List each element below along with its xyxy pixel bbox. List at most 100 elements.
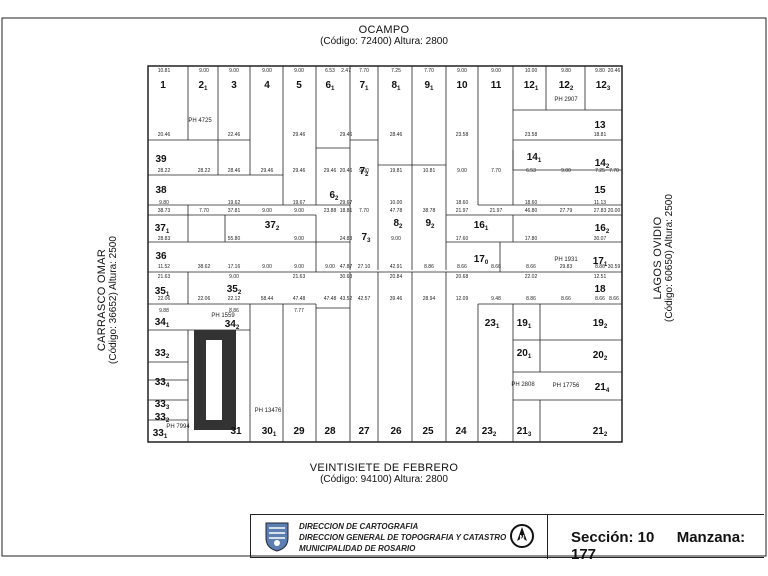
street-bottom-name: VEINTISIETE DE FEBRERO: [309, 462, 459, 474]
measure-60: 46.80: [525, 208, 538, 214]
measure-16: 20.46: [158, 132, 171, 138]
measure-43: 29.67: [340, 200, 353, 206]
parcel-bottom-4: 27: [358, 426, 370, 437]
parcel-bottom-0: 31: [230, 426, 242, 437]
section-manzana: Sección: 10 Manzana: 177: [571, 529, 764, 563]
measure-1: 9.00: [199, 68, 209, 74]
svg-text:N: N: [519, 535, 524, 542]
measure-49: 7.70: [199, 208, 209, 214]
parcel-mid-8: 72: [359, 166, 369, 178]
street-right: LAGOS OVIDIO (Código: 60650) Altura: 250…: [652, 158, 676, 358]
measure-22: 23.58: [525, 132, 538, 138]
measure-53: 23.88: [324, 208, 337, 214]
measure-34: 9.00: [457, 168, 467, 174]
measure-64: 28.83: [158, 236, 171, 242]
measure-27: 29.46: [261, 168, 274, 174]
ph-label-3: PH 1559: [211, 313, 235, 319]
street-left-code: (Código: 36652) Altura: 2500: [108, 236, 119, 364]
measure-84: 8.66: [526, 264, 536, 270]
measure-7: 7.70: [359, 68, 369, 74]
measure-46: 18.60: [525, 200, 538, 206]
measure-79: 27.10: [358, 264, 371, 270]
measure-83: 8.66: [491, 264, 501, 270]
measure-15: 20.46: [608, 68, 621, 74]
measure-24: 28.22: [158, 168, 171, 174]
measure-57: 38.78: [423, 208, 436, 214]
street-right-code: (Código: 60650) Altura: 2500: [664, 194, 675, 322]
measure-58: 21.97: [456, 208, 469, 214]
measure-70: 17.80: [525, 236, 538, 242]
measure-21: 23.58: [456, 132, 469, 138]
parcel-top-9: 10: [456, 80, 468, 91]
measure-78: 47.87: [340, 264, 353, 270]
measure-39: 7.70: [609, 168, 619, 174]
org-line-1: DIRECCION DE CARTOGRAFIA: [299, 522, 419, 531]
municipal-seal-icon: [265, 522, 289, 552]
measure-99: 58.44: [261, 296, 274, 302]
measure-114: 7.77: [294, 308, 304, 314]
ph-label-4: PH 13476: [255, 408, 282, 414]
measure-13: 9.80: [561, 68, 571, 74]
street-left-name: CARRASCO OMAR: [96, 248, 108, 352]
parcel-left-1: 38: [155, 185, 167, 196]
street-top-code: (Código: 72400) Altura: 2800: [320, 36, 448, 47]
measure-62: 27.83: [594, 208, 607, 214]
measure-31: 9.00: [359, 168, 369, 174]
measure-41: 19.62: [228, 200, 241, 206]
manzana-label: Manzana: 177: [571, 529, 746, 563]
parcel-bottom-6: 25: [422, 426, 434, 437]
parcel-top-10: 11: [491, 80, 502, 91]
parcel-left-0: 39: [155, 154, 167, 165]
measure-11: 9.00: [491, 68, 501, 74]
measure-38: 7.25: [595, 168, 605, 174]
measure-55: 7.70: [359, 208, 369, 214]
measure-10: 9.00: [457, 68, 467, 74]
ph-label-2: PH 1931: [554, 257, 578, 263]
north-arrow-icon: N: [510, 524, 534, 548]
parcel-boundaries: [148, 66, 622, 442]
measure-40: 9.80: [159, 200, 169, 206]
measure-5: 6.53: [325, 68, 335, 74]
measure-29: 29.46: [324, 168, 337, 174]
sheet-frame: [1, 17, 767, 557]
parcel-mid-7: 62: [329, 190, 339, 202]
measure-95: 12.51: [594, 274, 607, 280]
measure-14: 9.80: [595, 68, 605, 74]
measure-85: 29.83: [560, 264, 573, 270]
measure-44: 10.00: [390, 200, 403, 206]
street-left: CARRASCO OMAR (Código: 36652) Altura: 25…: [96, 200, 120, 400]
measure-28: 29.46: [293, 168, 306, 174]
measure-37: 9.00: [561, 168, 571, 174]
measure-18: 29.46: [293, 132, 306, 138]
measure-73: 38.62: [198, 264, 211, 270]
org-text: DIRECCION DE CARTOGRAFIA DIRECCION GENER…: [299, 521, 506, 554]
measure-96: 22.06: [158, 296, 171, 302]
street-top-name: OCAMPO: [358, 24, 410, 36]
org-line-3: MUNICIPALIDAD DE ROSARIO: [299, 544, 416, 553]
title-block: DIRECCION DE CARTOGRAFIA DIRECCION GENER…: [250, 514, 764, 563]
ph-label-5: PH 2808: [511, 382, 535, 388]
measure-104: 39.46: [390, 296, 403, 302]
parcel-top-2: 3: [231, 80, 237, 91]
measure-30: 20.46: [340, 168, 353, 174]
measure-75: 9.00: [262, 264, 272, 270]
measure-0: 10.81: [158, 68, 171, 74]
title-separator: [547, 515, 548, 559]
measure-108: 8.86: [526, 296, 536, 302]
measure-94: 22.02: [525, 274, 538, 280]
parcel-top-6: 71: [359, 80, 369, 92]
building-footprint: [194, 330, 236, 430]
parcel-mid-11: 92: [425, 218, 435, 230]
street-bottom: VEINTISIETE DE FEBRERO (Código: 94100) A…: [284, 462, 484, 486]
measure-9: 7.70: [424, 68, 434, 74]
measure-77: 9.00: [325, 264, 335, 270]
street-top: OCAMPO (Código: 72400) Altura: 2800: [284, 24, 484, 48]
measure-42: 19.67: [293, 200, 306, 206]
parcel-bottom-5: 26: [390, 426, 402, 437]
measure-105: 28.94: [423, 296, 436, 302]
measure-81: 8.86: [424, 264, 434, 270]
measure-61: 27.79: [560, 208, 573, 214]
